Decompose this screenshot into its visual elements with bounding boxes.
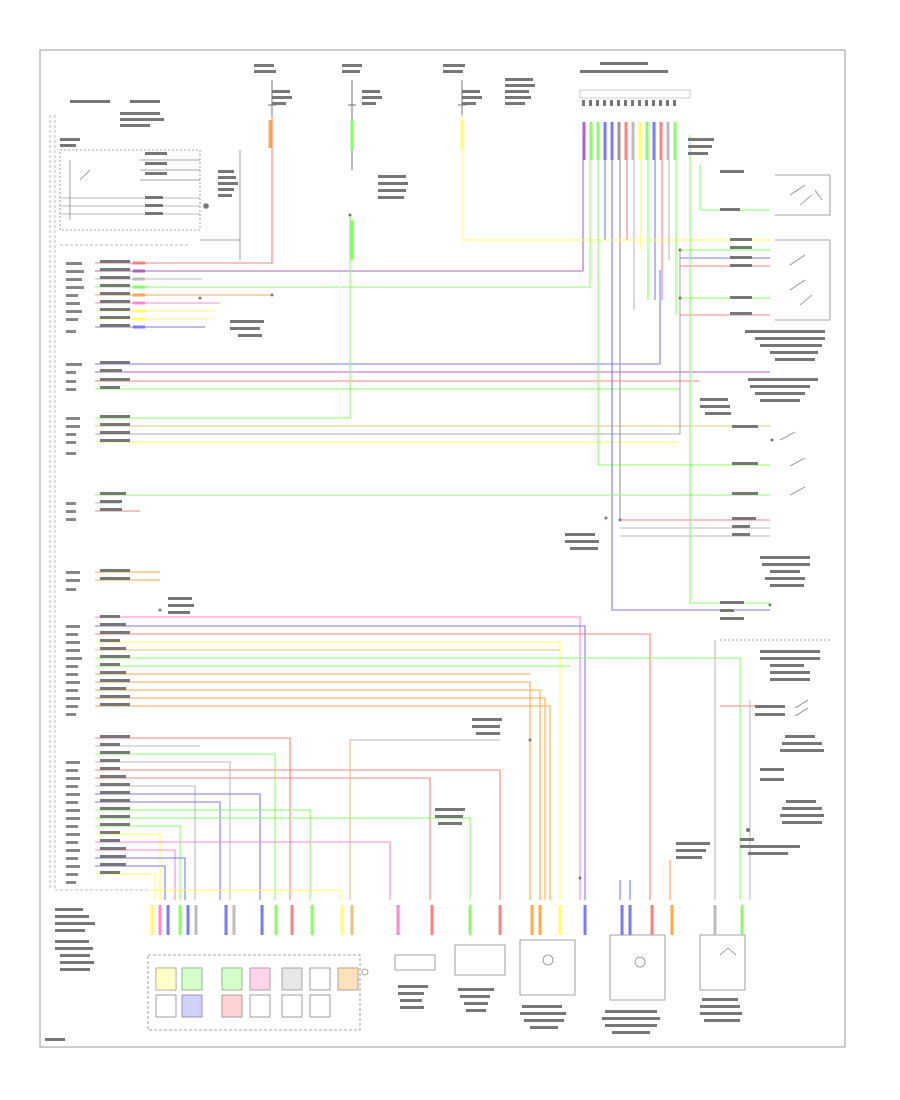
wire (95, 801, 221, 900)
wire (95, 135, 584, 272)
relay-labels (145, 152, 238, 215)
wire (95, 753, 276, 900)
wire (95, 625, 586, 900)
wire (95, 689, 541, 900)
wire (95, 215, 351, 419)
wire (95, 657, 741, 900)
wire (150, 889, 341, 900)
fuse-links (268, 80, 466, 260)
diagram-frame (39, 49, 846, 1048)
wire (95, 737, 291, 900)
wire (95, 841, 391, 900)
sensor-box (609, 934, 666, 1001)
bottom-labels (45, 908, 742, 1041)
wire (95, 115, 273, 264)
wire (95, 250, 681, 435)
ecm-top-connector (579, 89, 691, 160)
pin-stubs (133, 261, 145, 329)
wire (95, 697, 546, 900)
wire (95, 777, 431, 900)
wire (699, 165, 770, 211)
engine-control-module-outline (49, 115, 190, 891)
bottom-connector-stubs (150, 905, 744, 935)
wire (95, 616, 581, 900)
wire (597, 135, 770, 466)
sensor-box (394, 954, 436, 971)
wire (95, 270, 661, 365)
sensor-box (699, 934, 746, 991)
wire (95, 681, 531, 900)
wire (95, 793, 261, 900)
wire (95, 641, 561, 900)
bottom-components (147, 934, 746, 1031)
wire (95, 809, 311, 900)
transmission-solenoids (147, 954, 361, 1031)
junction-labels (168, 138, 731, 859)
wire (95, 135, 591, 288)
wire (689, 135, 770, 604)
wire (611, 135, 770, 611)
wire (95, 873, 156, 900)
sensor-box (519, 939, 576, 996)
right-switches (720, 174, 831, 717)
ecm-pin-labels (66, 262, 84, 884)
right-labels (720, 170, 825, 855)
pin-color-labels (100, 260, 130, 874)
wires (60, 115, 770, 900)
wire (95, 633, 651, 900)
sensor-box (454, 944, 506, 976)
top-fuse-labels (60, 62, 668, 147)
splice-points (158, 213, 682, 880)
bottom-component-fill (156, 968, 358, 1017)
wire (461, 115, 770, 241)
wire (95, 817, 471, 900)
wire (95, 705, 551, 900)
wire (95, 769, 501, 900)
wire (95, 761, 231, 900)
relay (59, 149, 241, 260)
